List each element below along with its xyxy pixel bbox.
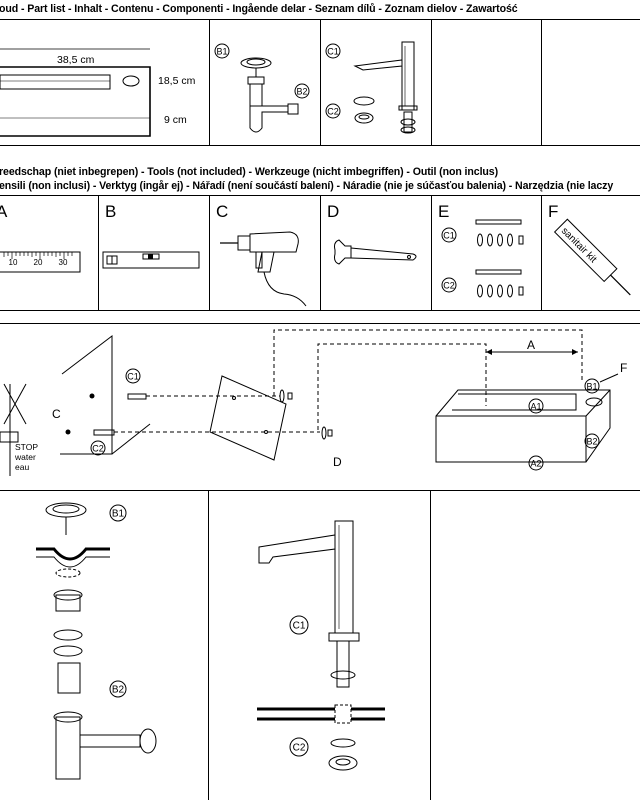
label-a2: A2 (530, 459, 541, 469)
label-b2: B2 (112, 685, 125, 696)
divider (209, 195, 210, 310)
label-c2: C2 (293, 743, 306, 754)
tools-header-line-2: ensili (non inclusi) - Verktyg (ingår ej… (0, 180, 614, 192)
ruler-icon: 10 20 30 (0, 251, 81, 273)
basin-depth-label: 18,5 cm (158, 75, 196, 87)
tool-a-letter: A (0, 202, 8, 221)
divider (98, 195, 99, 310)
label-c1: C1 (327, 47, 339, 57)
basin-drawing (0, 48, 151, 137)
divider (320, 19, 321, 145)
tool-c-drill: C (210, 196, 320, 310)
label-c2: C2 (92, 444, 104, 454)
tap-assembly-diagram: C1 C2 (209, 491, 430, 800)
tap-parts-cell: C1 C2 (321, 20, 431, 145)
installation-drawing: STOP water eau C C1 C2 D A (0, 329, 627, 476)
label-c1: C1 (293, 621, 306, 632)
basin-height-label: 9 cm (164, 114, 187, 126)
stop-label: STOP (15, 442, 38, 452)
basin-dimension-cell: 38,5 cm 18,5 cm 9 cm (0, 20, 209, 145)
waste-assembly-drawing: B1 B2 (36, 502, 157, 780)
label-b1: B1 (216, 47, 227, 57)
d-label: D (333, 455, 342, 469)
tool-d-letter: D (327, 202, 340, 221)
drill-icon (220, 231, 307, 307)
divider (0, 310, 640, 311)
waste-drawing: B1 B2 (214, 43, 310, 133)
label-c2: C2 (327, 107, 339, 117)
label-b2: B2 (296, 87, 307, 97)
divider (0, 145, 640, 146)
a-label: A (527, 338, 535, 352)
ruler-tick-20: 20 (34, 258, 43, 267)
tap-drawing: C1 C2 (325, 41, 418, 134)
label-b2: B2 (586, 437, 597, 447)
divider (0, 490, 640, 491)
tool-b-level: B (99, 196, 209, 310)
spirit-level-icon (102, 251, 200, 269)
plugs-icon: C1 C2 (441, 219, 524, 298)
divider (209, 19, 210, 145)
label-c2: C2 (443, 281, 455, 291)
c-label: C (52, 407, 61, 421)
label-b1: B1 (112, 509, 125, 520)
tap-assembly-drawing: C1 C2 (257, 520, 385, 771)
tool-f-letter: F (548, 202, 559, 221)
label-b1: B1 (586, 382, 597, 392)
tool-a-ruler: A 10 20 30 (0, 196, 98, 310)
tool-c-letter: C (216, 202, 229, 221)
water-label: water (14, 452, 36, 462)
waste-parts-cell: B1 B2 (210, 20, 320, 145)
divider (541, 19, 542, 145)
tool-f-sealant: F sanitair kit (542, 196, 640, 310)
label-c1: C1 (443, 231, 455, 241)
divider (431, 19, 432, 145)
tool-b-letter: B (105, 202, 117, 221)
ruler-tick-30: 30 (59, 258, 68, 267)
wall-installation-diagram: STOP water eau C C1 C2 D A (0, 324, 640, 490)
divider (0, 323, 640, 324)
tools-header-line-1: reedschap (niet inbegrepen) - Tools (not… (0, 166, 498, 178)
divider (541, 195, 542, 310)
sealant-tube-icon: sanitair kit (553, 218, 631, 296)
label-a1: A1 (530, 402, 541, 412)
sanitair-kit-label: sanitair kit (559, 226, 599, 266)
f-label: F (620, 361, 627, 375)
tool-e-letter: E (438, 202, 450, 221)
divider (320, 195, 321, 310)
tool-e-plugs: E C1 C2 (432, 196, 541, 310)
tool-d-wrench: D (321, 196, 431, 310)
waste-assembly-diagram: B1 B2 (0, 491, 208, 800)
basin-width-label: 38,5 cm (57, 54, 95, 66)
label-c1: C1 (127, 372, 139, 382)
divider (430, 490, 431, 800)
ruler-tick-10: 10 (9, 258, 18, 267)
parts-list-header: oud - Part list - Inhalt - Contenu - Com… (0, 3, 518, 15)
divider (208, 490, 209, 800)
wrench-icon (334, 239, 417, 265)
divider (431, 195, 432, 310)
eau-label: eau (15, 462, 29, 472)
